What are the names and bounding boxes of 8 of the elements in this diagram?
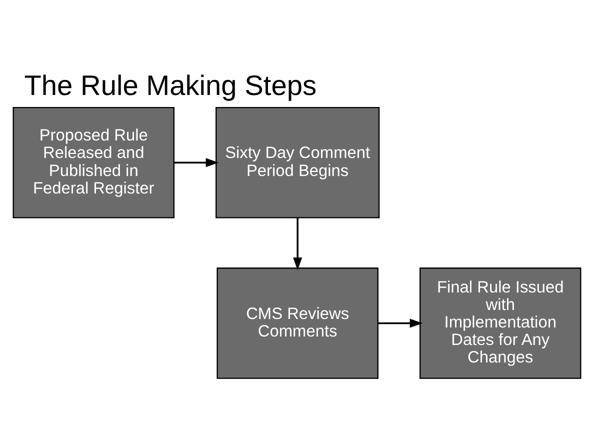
node-box: Proposed Rule Released and Published in Federal Register <box>12 106 175 218</box>
arrow <box>174 158 219 168</box>
node-box: CMS Reviews Comments <box>216 268 378 379</box>
node-box: Final Rule Issued with Implementation Dates for Any Changes <box>420 268 582 379</box>
arrow <box>293 218 302 270</box>
diagram-title: The Rule Making Steps <box>24 70 317 101</box>
arrow <box>378 318 423 328</box>
node-box: Sixty Day Comment Period Begins <box>216 106 380 218</box>
